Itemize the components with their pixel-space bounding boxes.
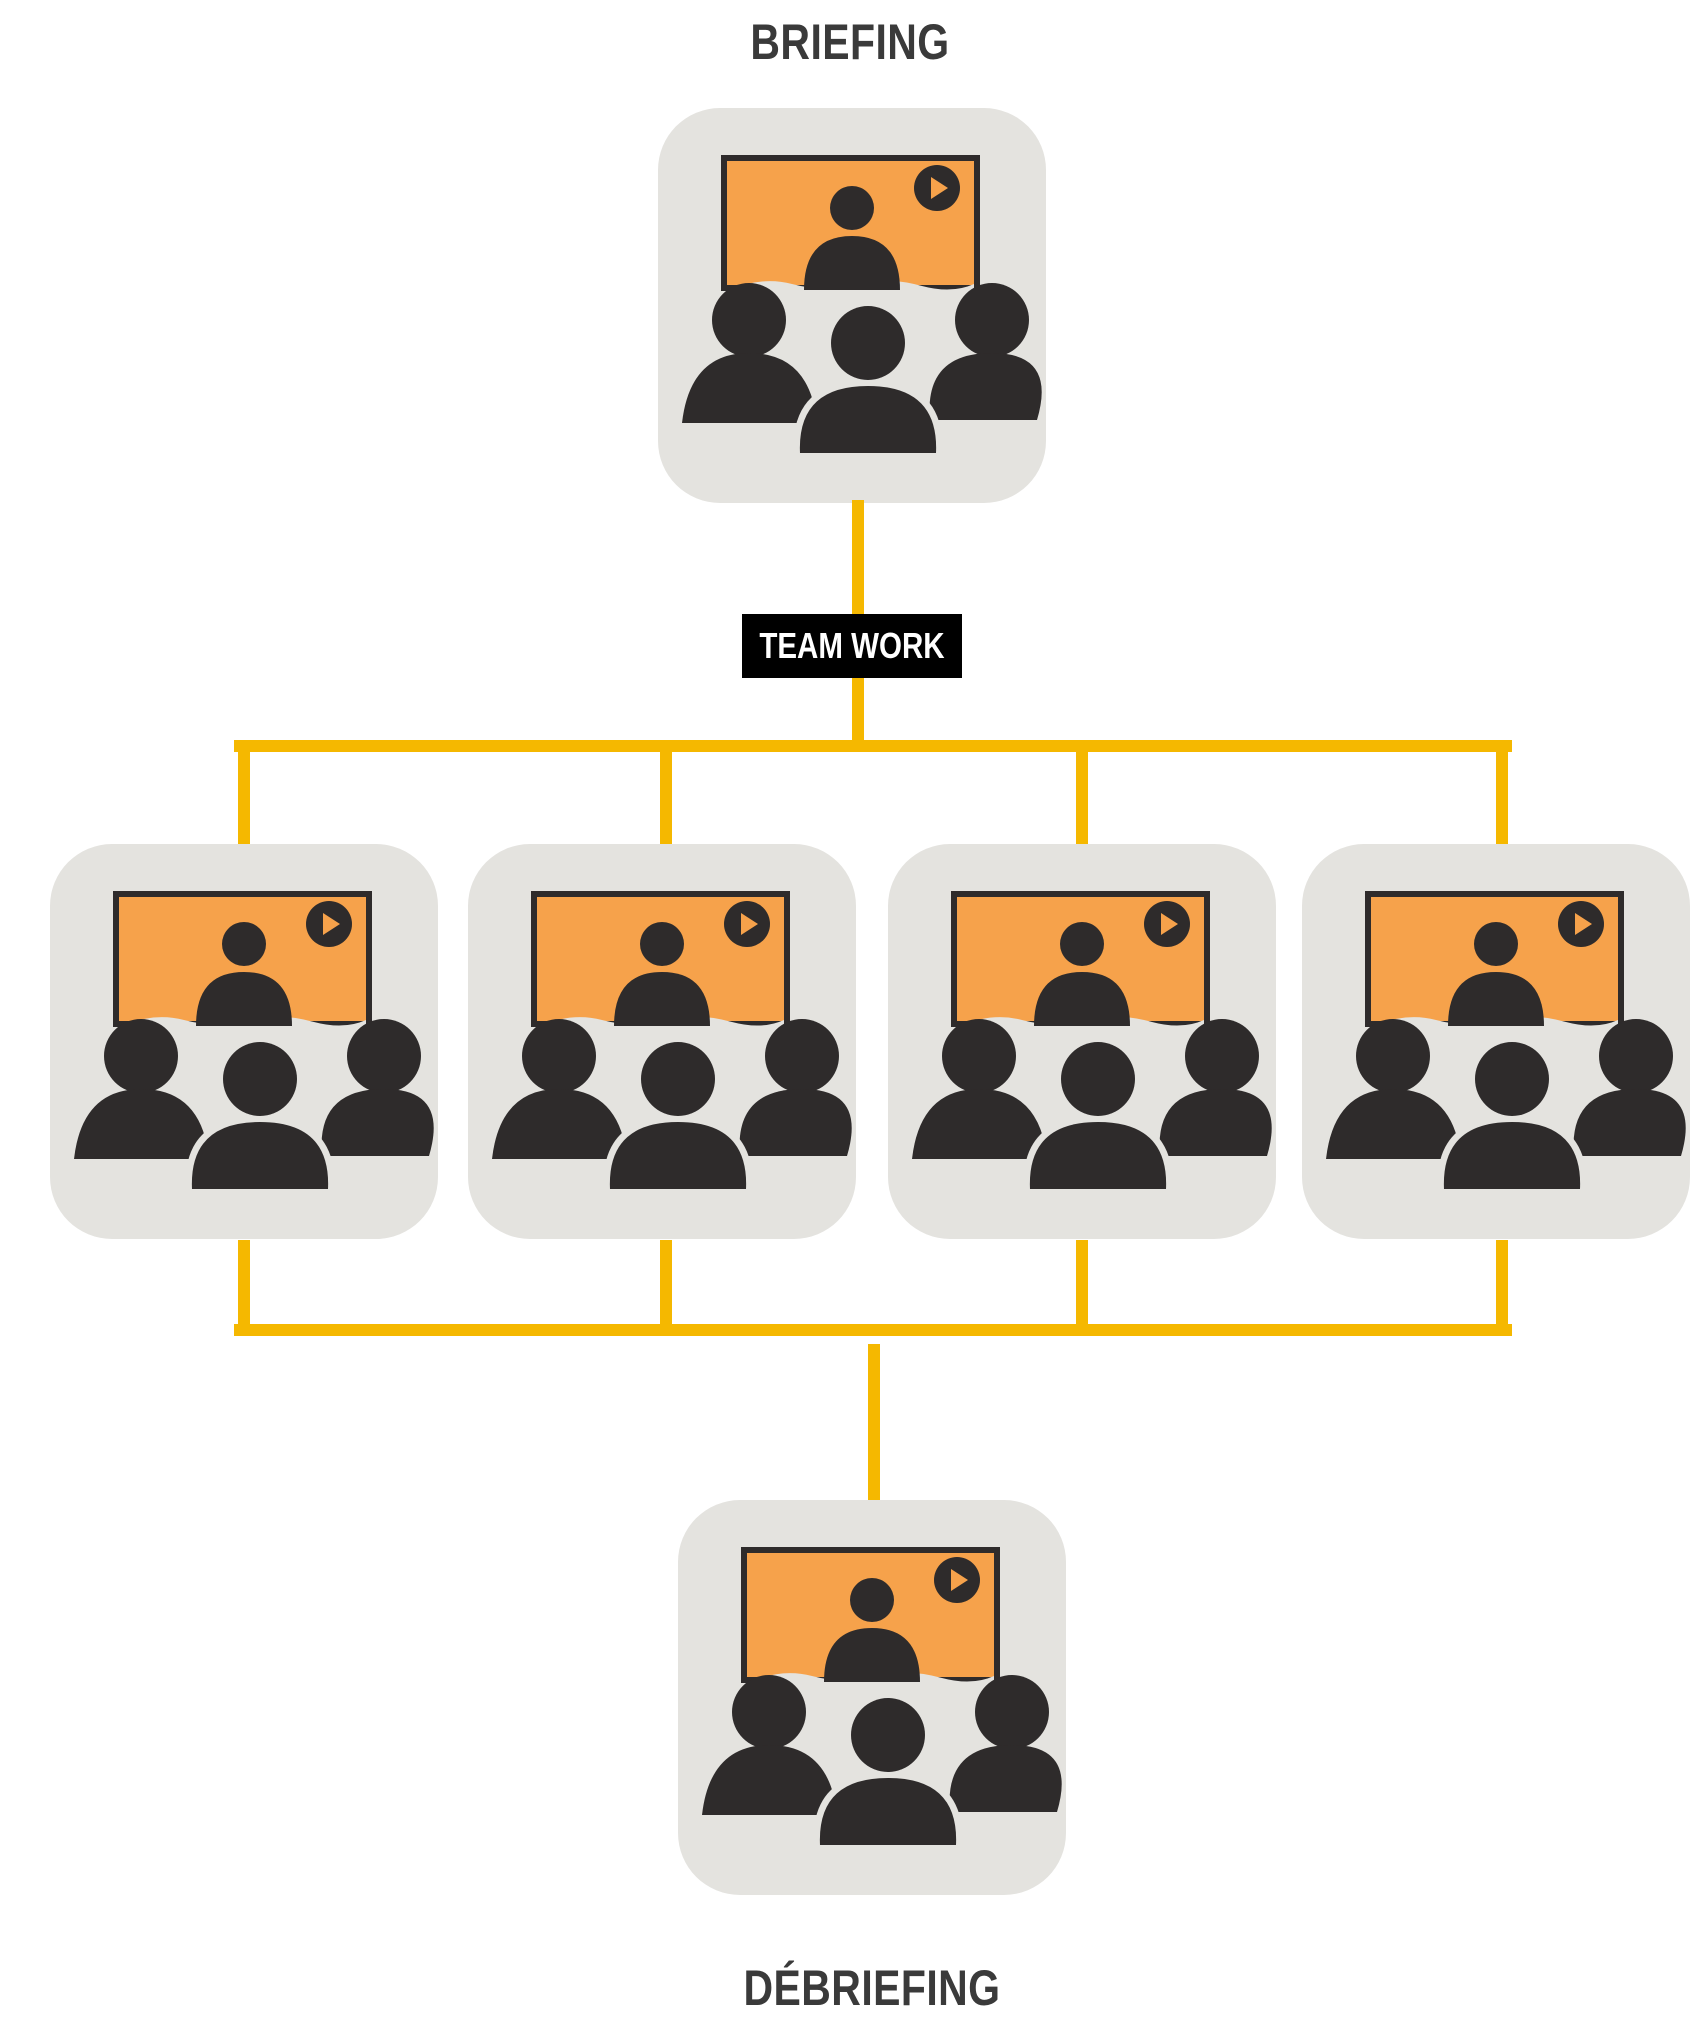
debriefing-title: DÉBRIEFING [743,1960,1001,2016]
merge-line-1 [238,1240,250,1324]
briefing-node [652,108,1052,508]
team-node-1 [44,844,444,1244]
meeting-presentation-icon [44,844,444,1244]
meeting-presentation-icon [672,1500,1072,1900]
debriefing-node [672,1500,1072,1900]
connector-briefing-to-label [852,500,864,614]
branch-line-4 [1496,752,1508,844]
meeting-presentation-icon [652,108,1052,508]
briefing-title: BRIEFING [750,14,950,70]
meeting-presentation-icon [1296,844,1692,1244]
merge-line-2 [660,1240,672,1324]
team-node-4 [1296,844,1692,1244]
team-work-label-text: TEAM WORK [759,625,945,666]
branch-line-1 [238,752,250,844]
merge-line-4 [1496,1240,1508,1324]
merge-bar [234,1324,1512,1336]
branch-line-2 [660,752,672,844]
merge-line-3 [1076,1240,1088,1324]
team-work-label: TEAM WORK [742,614,962,678]
team-node-2 [462,844,862,1244]
team-node-3 [882,844,1282,1244]
branch-line-3 [1076,752,1088,844]
connector-label-to-split [852,678,864,740]
connector-merge-to-debriefing [868,1344,880,1500]
split-bar [234,740,1512,752]
meeting-presentation-icon [462,844,862,1244]
meeting-presentation-icon [882,844,1282,1244]
